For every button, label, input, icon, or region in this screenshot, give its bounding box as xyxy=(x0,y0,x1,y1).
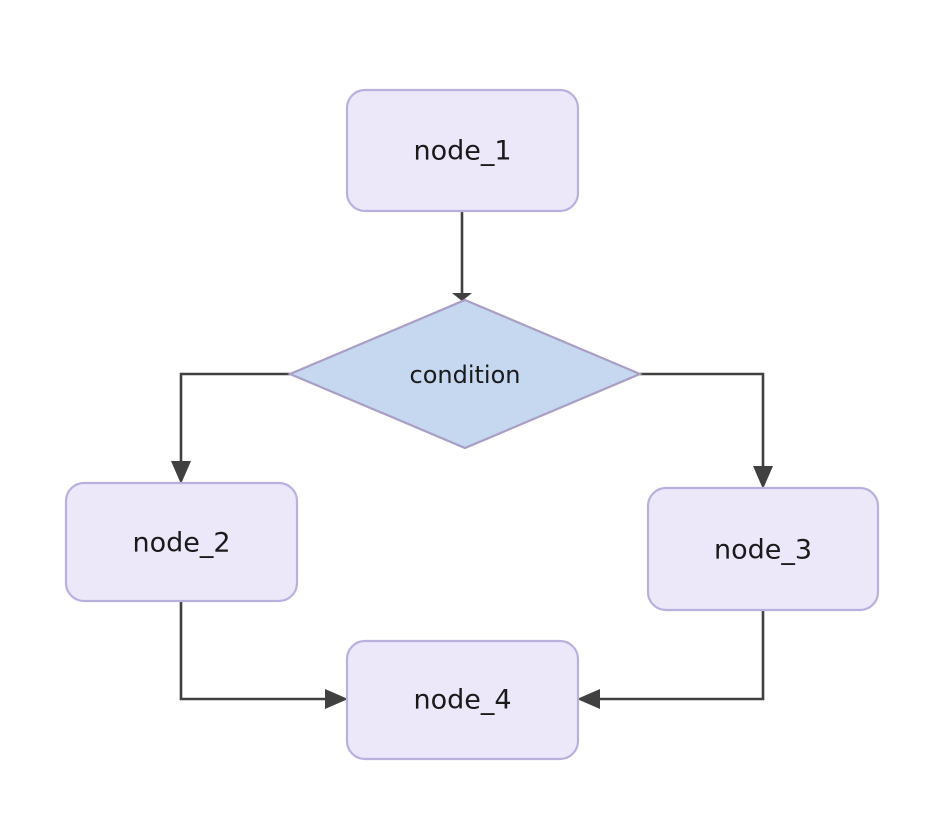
node-shape-diamond xyxy=(287,298,643,450)
decision-label: condition xyxy=(410,361,521,389)
node-shape-rounded-rect xyxy=(64,481,299,603)
arrow-head-left-icon xyxy=(577,689,600,709)
flow-node-node_1[interactable]: node_1 xyxy=(345,88,580,213)
arrow-head-down-icon xyxy=(452,293,472,301)
edge-condition-to-node3[interactable] xyxy=(640,372,773,489)
edge-line xyxy=(179,372,290,476)
node-label: node_3 xyxy=(714,535,812,566)
arrow-head-down-icon xyxy=(753,466,773,489)
arrow-head-right-icon xyxy=(325,689,348,709)
node-shape-rounded-rect xyxy=(646,486,880,612)
flow-node-node_2[interactable]: node_2 xyxy=(64,481,299,603)
node-shape-rounded-rect xyxy=(345,88,580,213)
edge-node3-to-node4[interactable] xyxy=(577,610,765,709)
edge-line xyxy=(640,372,765,481)
edge-node1-to-condition[interactable] xyxy=(452,211,472,301)
flow-node-node_4[interactable]: node_4 xyxy=(345,639,580,761)
edge-node2-to-node4[interactable] xyxy=(179,601,348,709)
edge-condition-to-node2[interactable] xyxy=(171,372,290,484)
node-layer: node_1 condition node_2 node_3 node_4 xyxy=(64,88,880,761)
flow-node-condition[interactable]: condition xyxy=(287,298,643,450)
edge-layer xyxy=(171,211,773,709)
edge-line xyxy=(179,601,340,701)
node-label: node_2 xyxy=(132,528,230,559)
node-label: node_4 xyxy=(413,685,511,716)
edge-line xyxy=(585,610,765,701)
flow-node-node_3[interactable]: node_3 xyxy=(646,486,880,612)
arrow-head-down-icon xyxy=(171,461,191,484)
node-shape-rounded-rect xyxy=(345,639,580,761)
node-label: node_1 xyxy=(413,136,511,167)
